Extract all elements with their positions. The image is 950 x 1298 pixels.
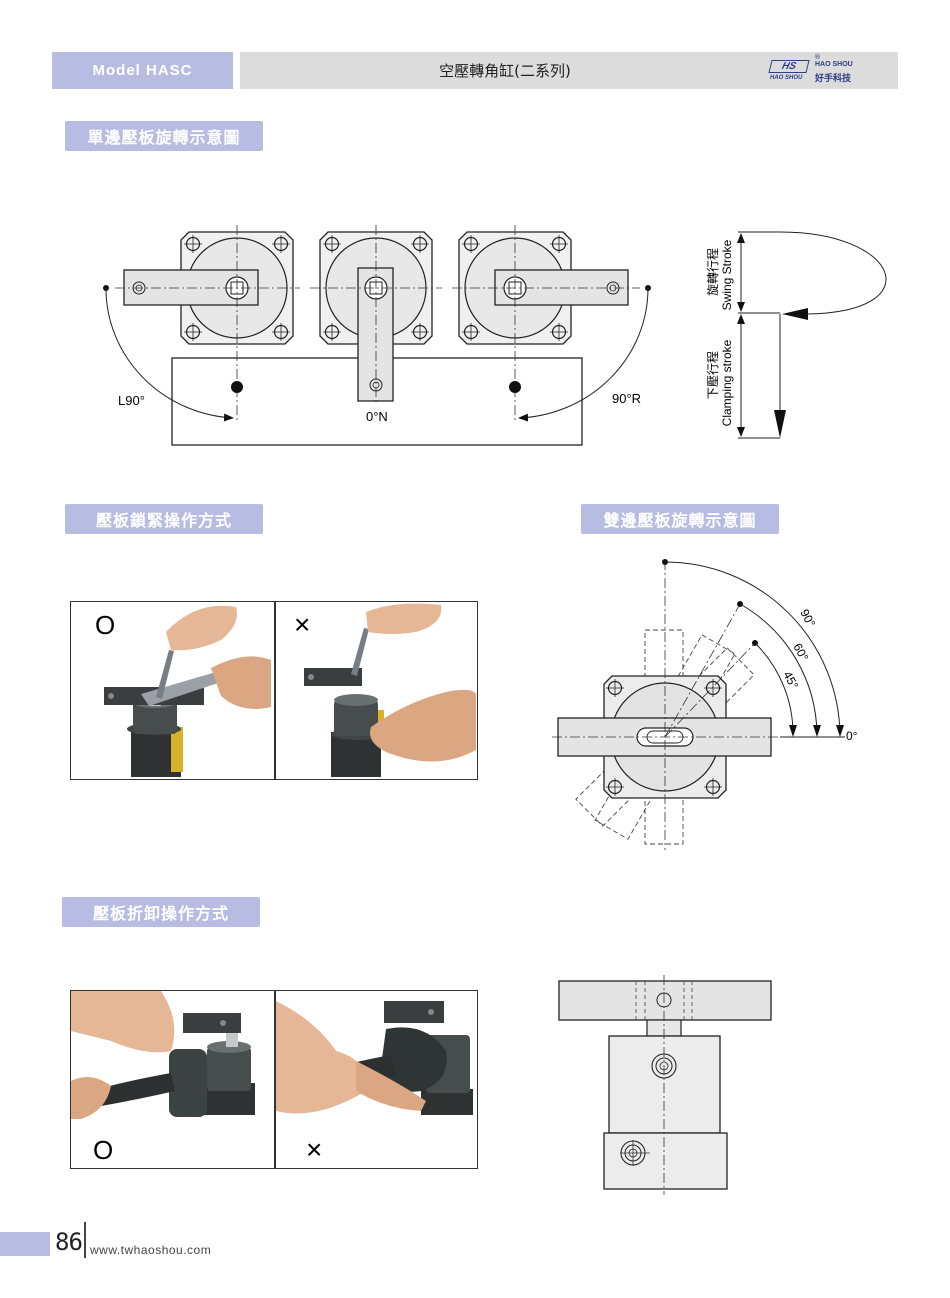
angle-label-60: 60°: [790, 641, 811, 664]
angle-label-90: 90°: [797, 607, 818, 630]
cylinder-center: [310, 225, 442, 405]
swing-stroke-cn: 旋轉行程: [705, 248, 720, 296]
angle-label-0: 0°: [846, 729, 858, 743]
angle-label-45: 45°: [780, 669, 801, 692]
footer-bar: [0, 1232, 50, 1256]
section-remove-method: 壓板折卸操作方式: [62, 897, 260, 927]
model-label: Model HASC: [52, 52, 233, 89]
section-single-swing: 單邊壓板旋轉示意圖: [65, 121, 263, 151]
logo-registered: ®: [814, 53, 821, 61]
logo-mark: HS: [768, 60, 810, 73]
logo-brand-en: HAO SHOU: [815, 61, 853, 68]
clamp-stroke-en: Clamping stroke: [720, 339, 734, 426]
lock-ok-mark: O: [95, 610, 115, 640]
footer-divider: [84, 1222, 86, 1258]
lock-photo-ng: ×: [294, 603, 476, 777]
remove-ng-mark: ×: [306, 1134, 322, 1165]
remove-ok-mark: O: [93, 1135, 113, 1165]
remove-photo-ng: ×: [276, 1001, 473, 1165]
logo-brand-cn: 好手科技: [815, 74, 852, 84]
logo-brand-en-small: HAO SHOU: [770, 75, 803, 81]
cylinder-right: [452, 225, 640, 420]
swing-stroke-en: Swing Stroke: [720, 239, 734, 310]
clamp-stroke-cn: 下壓行程: [705, 351, 720, 399]
section-lock-method: 壓板鎖緊操作方式: [65, 504, 263, 534]
section-double-swing: 雙邊壓板旋轉示意圖: [581, 504, 779, 534]
lock-photo-ok: O: [95, 605, 271, 777]
label-center-0: 0°N: [366, 409, 388, 424]
lock-ng-mark: ×: [294, 609, 310, 640]
page-title: 空壓轉角缸(二系列): [439, 62, 571, 80]
label-right-90: 90°R: [612, 391, 641, 406]
cylinder-left: [115, 225, 300, 420]
header-bar: 空壓轉角缸(二系列) HS ® HAO SHOU HAO SHOU 好手科技: [240, 52, 898, 89]
page-number: 86: [55, 1228, 83, 1256]
remove-photo-ok: O: [71, 991, 255, 1165]
label-left-90: L90°: [118, 393, 145, 408]
remove-photo-panel: O ×: [70, 990, 478, 1169]
brand-logo: HS ® HAO SHOU HAO SHOU 好手科技: [768, 53, 860, 84]
lock-photo-panel: O ×: [70, 601, 478, 780]
footer-url[interactable]: www.twhaoshou.com: [90, 1243, 212, 1257]
